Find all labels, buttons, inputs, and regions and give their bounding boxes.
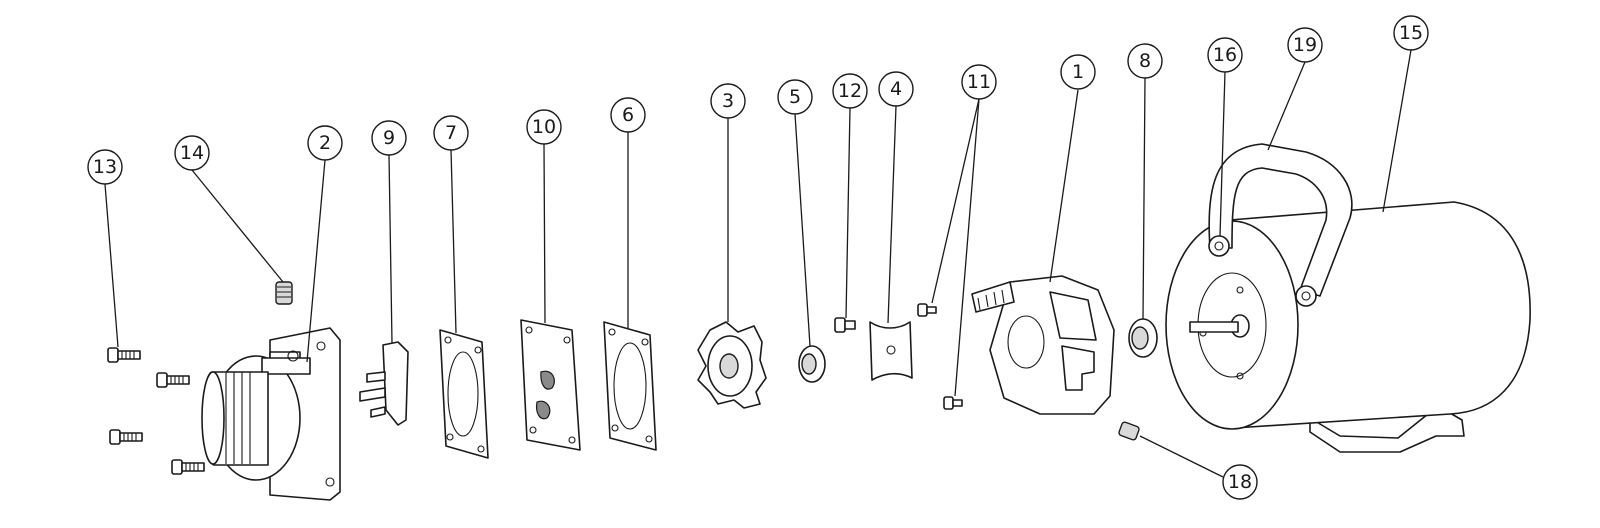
callout-12-label: 12	[838, 80, 862, 102]
screw	[107, 347, 141, 363]
callout-10: 10	[526, 109, 562, 145]
part-3-impeller	[697, 321, 767, 409]
callout-14: 14	[174, 135, 210, 171]
callout-14-label: 14	[180, 142, 204, 164]
leader-10	[543, 143, 546, 324]
callout-2: 2	[307, 125, 343, 161]
callout-6: 6	[610, 97, 646, 133]
leader-5	[794, 113, 811, 347]
screw	[171, 459, 205, 475]
leader-18	[1139, 435, 1224, 478]
leader-13	[104, 183, 119, 348]
callout-15: 15	[1393, 15, 1429, 51]
callout-9-label: 9	[383, 127, 395, 149]
callout-11: 11	[961, 64, 997, 100]
callout-3-label: 3	[722, 90, 734, 112]
part-18-set-screw	[1118, 421, 1140, 441]
part-12-screw	[834, 317, 856, 333]
screw	[917, 303, 937, 317]
leader-2	[306, 159, 326, 363]
callout-10-label: 10	[532, 116, 556, 138]
leader-9	[388, 154, 393, 344]
part-16-bolt	[1208, 235, 1230, 257]
callout-1: 1	[1060, 54, 1096, 90]
screw	[109, 429, 143, 445]
part-10-wear-plate	[520, 319, 581, 451]
part-15-motor	[1165, 201, 1531, 453]
callout-18-label: 18	[1228, 471, 1252, 493]
callout-9: 9	[371, 120, 407, 156]
leader-7	[450, 149, 457, 334]
callout-13: 13	[87, 149, 123, 185]
part-6-gasket	[603, 321, 657, 451]
callout-8-label: 8	[1139, 50, 1151, 72]
callout-3: 3	[710, 83, 746, 119]
callout-6-label: 6	[622, 104, 634, 126]
leader-15	[1382, 49, 1412, 213]
callout-2-label: 2	[319, 132, 331, 154]
callout-4: 4	[878, 71, 914, 107]
callout-5: 5	[777, 79, 813, 115]
part-14-set-screw	[275, 281, 293, 305]
part-5-seal	[798, 345, 826, 383]
part-7-gasket	[439, 329, 489, 459]
callout-11-label: 11	[967, 71, 991, 93]
part-19-handle	[1208, 143, 1353, 307]
part-1-pump-body	[971, 275, 1115, 415]
screw	[943, 396, 963, 410]
leader-4	[887, 105, 897, 324]
callout-7-label: 7	[445, 122, 457, 144]
callout-13-label: 13	[93, 156, 117, 178]
callout-5-label: 5	[789, 86, 801, 108]
callout-15-label: 15	[1399, 22, 1423, 44]
part-2-port-body	[201, 327, 341, 501]
part-11-screws	[917, 303, 963, 410]
callout-4-label: 4	[890, 78, 902, 100]
leader-16	[1219, 71, 1226, 237]
leader-8	[1142, 77, 1146, 320]
leader-12	[845, 107, 851, 319]
leader-14	[191, 169, 284, 283]
callout-19-label: 19	[1293, 34, 1317, 56]
part-4-cam-plate	[869, 321, 913, 381]
callout-8: 8	[1127, 43, 1163, 79]
callout-12: 12	[832, 73, 868, 109]
part-13-screws	[107, 347, 205, 475]
callout-7: 7	[433, 115, 469, 151]
callout-18: 18	[1222, 464, 1258, 500]
leader-lines	[104, 49, 1412, 478]
callout-16: 16	[1207, 37, 1243, 73]
screw	[156, 372, 190, 388]
callout-1-label: 1	[1072, 61, 1084, 83]
leader-1	[1049, 89, 1079, 283]
callout-19: 19	[1287, 27, 1323, 63]
part-8-seal	[1128, 318, 1158, 358]
leader-19	[1267, 61, 1306, 151]
part-9-cam	[359, 341, 409, 426]
callout-16-label: 16	[1213, 44, 1237, 66]
leader-11a	[931, 98, 980, 304]
leader-11b	[954, 98, 980, 397]
